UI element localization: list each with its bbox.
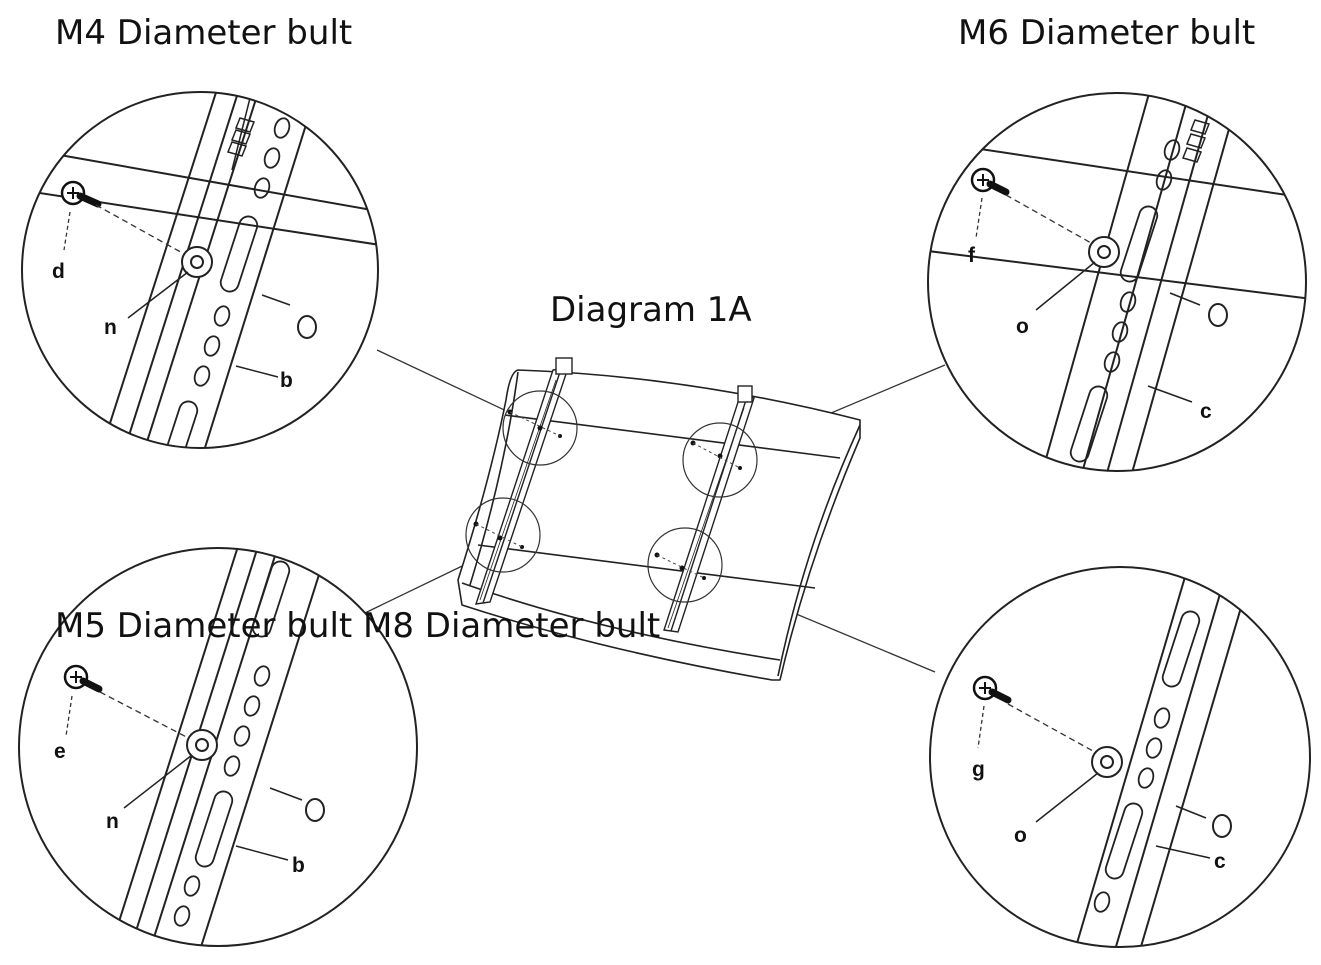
- title-m6-diameter-bolt: M6 Diameter bult: [958, 13, 1256, 53]
- zoom-circle-m4: d n b: [21, 91, 379, 449]
- title-m4-diameter-bolt: M4 Diameter bult: [55, 13, 353, 53]
- washer-m8: [1091, 746, 1123, 778]
- tv-detail-circle-top-right: [682, 422, 758, 498]
- tv-detail-circle-bottom-left: [465, 497, 541, 573]
- label-bracket-c-lower: c: [1214, 850, 1226, 873]
- bracket-holes-m4: [159, 117, 291, 448]
- tv-left-edge: [469, 371, 519, 586]
- hole-m5: [305, 798, 325, 822]
- tv-screw-guides: [475, 411, 741, 579]
- tv-lower-panel-line: [477, 544, 816, 589]
- label-washer-o-lower: o: [1014, 824, 1027, 847]
- hole-m6: [1208, 303, 1228, 327]
- tv-upper-panel-line: [504, 414, 841, 459]
- washer-m6: [1088, 236, 1120, 268]
- label-bracket-b-lower: b: [292, 854, 305, 877]
- right-rail-hook: [737, 385, 753, 403]
- zoom-circle-m8: g o c: [929, 566, 1311, 948]
- spring-clip-m6: [1181, 119, 1211, 163]
- label-screw-g: g: [972, 758, 985, 781]
- screw-m6: [970, 167, 1010, 196]
- screw-m4: [60, 180, 102, 208]
- label-washer-n-lower: n: [106, 810, 119, 833]
- label-bracket-c: c: [1200, 400, 1212, 423]
- tv-right-edge: [777, 424, 861, 677]
- tv-bottom-edge: [461, 582, 781, 661]
- label-bracket-b: b: [280, 369, 293, 392]
- tv-panel: [457, 369, 861, 681]
- bracket-holes-m5: [173, 560, 291, 927]
- label-screw-e: e: [54, 740, 66, 763]
- label-washer-o: o: [1016, 315, 1029, 338]
- spring-clip-m4: [226, 92, 256, 171]
- title-diagram-1a: Diagram 1A: [550, 290, 752, 330]
- title-m5-m8-diameter-bolt: M5 Diameter bult M8 Diameter bult: [55, 606, 661, 646]
- connector-line-top-left: [376, 349, 516, 416]
- tv-detail-circle-top-left: [502, 390, 578, 466]
- left-mount-rail: [474, 357, 573, 605]
- washer-m5: [186, 729, 218, 761]
- bracket-holes-m6: [1069, 139, 1181, 463]
- zoom-circle-m6: f o c: [927, 92, 1307, 472]
- tv-mount-rails: [474, 357, 755, 633]
- tv-detail-circle-bottom-right: [647, 527, 723, 603]
- label-washer-n: n: [104, 316, 117, 339]
- tv-detail-circles: [465, 390, 758, 603]
- right-mount-rail: [663, 385, 755, 633]
- hole-m8: [1212, 814, 1232, 838]
- label-screw-f: f: [968, 244, 976, 267]
- zoom-circle-m5: e n b: [18, 547, 418, 947]
- left-rail-hook: [555, 357, 573, 375]
- label-screw-d: d: [52, 260, 65, 283]
- screw-m5: [63, 664, 103, 693]
- bracket-holes-m8: [1093, 610, 1201, 913]
- hole-m4: [297, 315, 317, 339]
- screw-m8: [972, 675, 1012, 704]
- washer-m4: [181, 246, 213, 278]
